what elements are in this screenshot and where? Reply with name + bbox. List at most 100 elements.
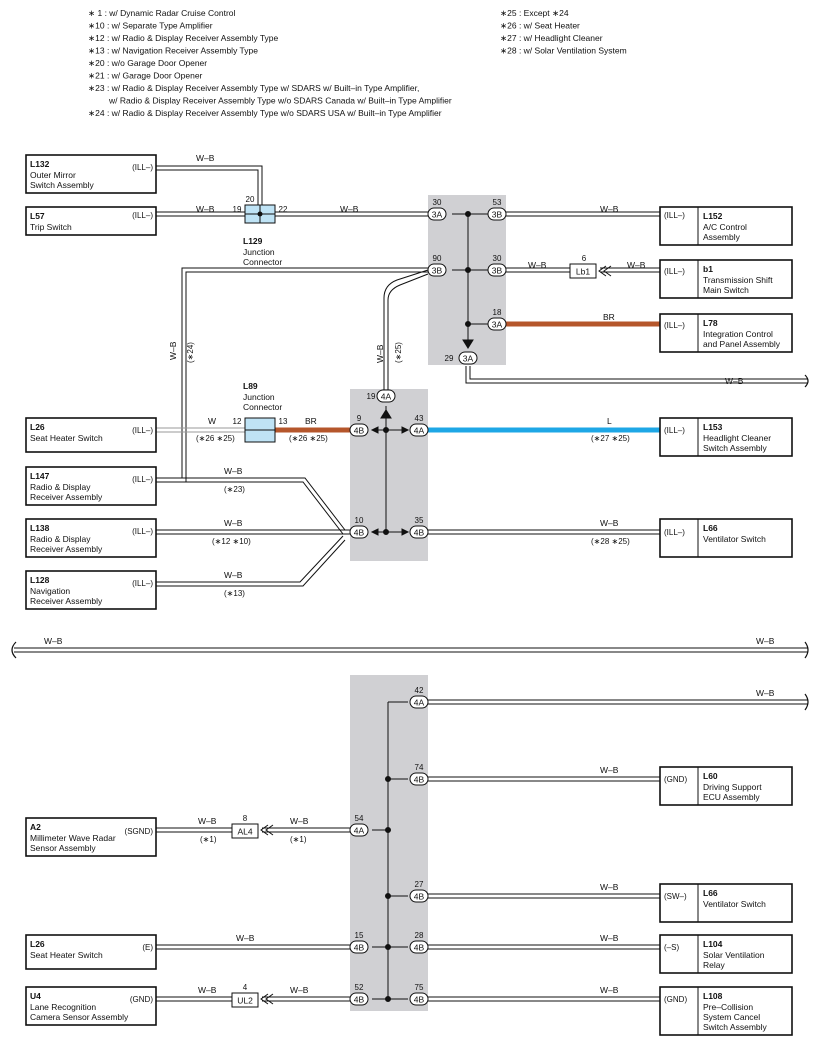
pin-num: 22	[279, 205, 288, 214]
wire-label: W–B	[600, 933, 619, 943]
wire-label: W–B	[340, 204, 359, 214]
junction-connector-l89: L89 Junction Connector	[243, 381, 282, 443]
connector-label: UL2	[237, 996, 253, 1006]
pin-num: 18	[493, 308, 502, 317]
wire-label: W–B	[236, 933, 255, 943]
component-name: Headlight Cleaner	[703, 433, 771, 443]
component-name: System Cancel	[703, 1012, 760, 1022]
component-name: Receiver Assembly	[30, 492, 103, 502]
pin-num: 20	[246, 195, 255, 204]
pin-4B-27: 4B	[414, 892, 425, 902]
pin-3A-30: 3A	[432, 210, 443, 220]
component-name: ECU Assembly	[703, 792, 760, 802]
pin-4B-35: 4B	[414, 528, 425, 538]
wire-label: W–B	[600, 204, 619, 214]
wire-label: W–B	[198, 985, 217, 995]
pin-4B-74: 4B	[414, 775, 425, 785]
pin-num: 9	[357, 414, 362, 423]
component-name: Ventilator Switch	[703, 534, 766, 544]
component-code: L152	[703, 211, 723, 221]
condition-label: (∗1)	[290, 835, 307, 844]
component-name: Millimeter Wave Radar	[30, 833, 116, 843]
component-l26-upper: L26 Seat Heater Switch (ILL–)	[25, 417, 157, 453]
component-u4: U4 Lane Recognition Camera Sensor Assemb…	[25, 986, 157, 1026]
component-name: Lane Recognition	[30, 1002, 96, 1012]
component-code: L60	[703, 771, 718, 781]
component-l60: (GND) L60 Driving Support ECU Assembly	[659, 766, 793, 806]
junction-connector-l129: L129 Junction Connector	[243, 204, 282, 267]
pin-num: 42	[415, 686, 424, 695]
wire-label: W–B	[196, 204, 215, 214]
wire-label: W–B	[224, 570, 243, 580]
component-name: A/C Control	[703, 222, 747, 232]
pin-num: 15	[355, 931, 364, 940]
component-name: and Panel Assembly	[703, 339, 781, 349]
component-pin: (E)	[142, 943, 153, 952]
pin-num: 29	[445, 354, 454, 363]
component-pin: (ILL–)	[664, 321, 685, 330]
pin-4B-52: 4B	[354, 995, 365, 1005]
component-pin: (ILL–)	[132, 426, 153, 435]
component-name: Navigation	[30, 586, 70, 596]
component-name: Pre–Collision	[703, 1002, 753, 1012]
component-code: A2	[30, 822, 41, 832]
junction-block-lower	[350, 675, 428, 1011]
component-name: Receiver Assembly	[30, 544, 103, 554]
condition-label: (∗26 ∗25)	[289, 434, 328, 443]
pin-num: 43	[415, 414, 424, 423]
note-13: ∗13 : w/ Navigation Receiver Assembly Ty…	[88, 46, 258, 56]
wire-label: BR	[603, 312, 615, 322]
component-code: L153	[703, 422, 723, 432]
wire-label: W–B	[756, 688, 775, 698]
wire-label: W–B	[290, 816, 309, 826]
pin-3B-30: 3B	[492, 266, 503, 276]
note-20: ∗20 : w/o Garage Door Opener	[88, 58, 207, 68]
junction-code: L129	[243, 236, 263, 246]
condition-labels: (∗24) (∗25) (∗26 ∗25) (∗26 ∗25) (∗27 ∗25…	[186, 342, 630, 844]
pin-3A-29: 3A	[463, 354, 474, 364]
component-name: Outer Mirror	[30, 170, 76, 180]
component-pin: (ILL–)	[664, 211, 685, 220]
note-23-cont: w/ Radio & Display Receiver Assembly Typ…	[108, 96, 452, 106]
junction-name: Junction	[243, 247, 275, 257]
pin-num: 54	[355, 814, 364, 823]
component-name: Trip Switch	[30, 222, 72, 232]
component-l57: L57 Trip Switch (ILL–)	[25, 206, 157, 236]
component-name: Transmission Shift	[703, 275, 773, 285]
junction-name: Junction	[243, 392, 275, 402]
component-name: Ventilator Switch	[703, 899, 766, 909]
pin-4A-19: 4A	[381, 392, 392, 402]
junction-name: Connector	[243, 402, 282, 412]
wire-label: W–B	[725, 376, 744, 386]
component-pin: (SW–)	[664, 892, 687, 901]
component-pin: (GND)	[664, 775, 687, 784]
pin-num: 6	[582, 254, 587, 263]
note-26: ∗26 : w/ Seat Heater	[500, 21, 580, 31]
pin-num: 75	[415, 983, 424, 992]
bus-lines	[370, 211, 490, 1002]
component-l66-lower: (SW–) L66 Ventilator Switch	[659, 883, 793, 923]
component-code: L78	[703, 318, 718, 328]
note-23: ∗23 : w/ Radio & Display Receiver Assemb…	[88, 83, 419, 93]
pin-4B-75: 4B	[414, 995, 425, 1005]
condition-label: (∗28 ∗25)	[591, 537, 630, 546]
wire-label: BR	[305, 416, 317, 426]
wires	[14, 165, 808, 1002]
pin-num: 19	[367, 392, 376, 401]
component-l78: (ILL–) L78 Integration Control and Panel…	[659, 313, 793, 353]
component-b1: (ILL–) b1 Transmission Shift Main Switch	[659, 259, 793, 299]
component-name: Relay	[703, 960, 725, 970]
pin-num: 53	[493, 198, 502, 207]
note-28: ∗28 : w/ Solar Ventilation System	[500, 46, 627, 56]
pin-num: 35	[415, 516, 424, 525]
pin-num: 12	[233, 417, 242, 426]
component-l132: L132 Outer Mirror Switch Assembly (ILL–)	[25, 154, 157, 194]
wire-label: W–B	[600, 985, 619, 995]
pin-4A-42: 4A	[414, 698, 425, 708]
pin-3B-90: 3B	[432, 266, 443, 276]
wire-label: W–B	[198, 816, 217, 826]
component-name: Integration Control	[703, 329, 773, 339]
wire-label-vertical: W–B	[168, 341, 178, 360]
pin-3A-18: 3A	[492, 320, 503, 330]
